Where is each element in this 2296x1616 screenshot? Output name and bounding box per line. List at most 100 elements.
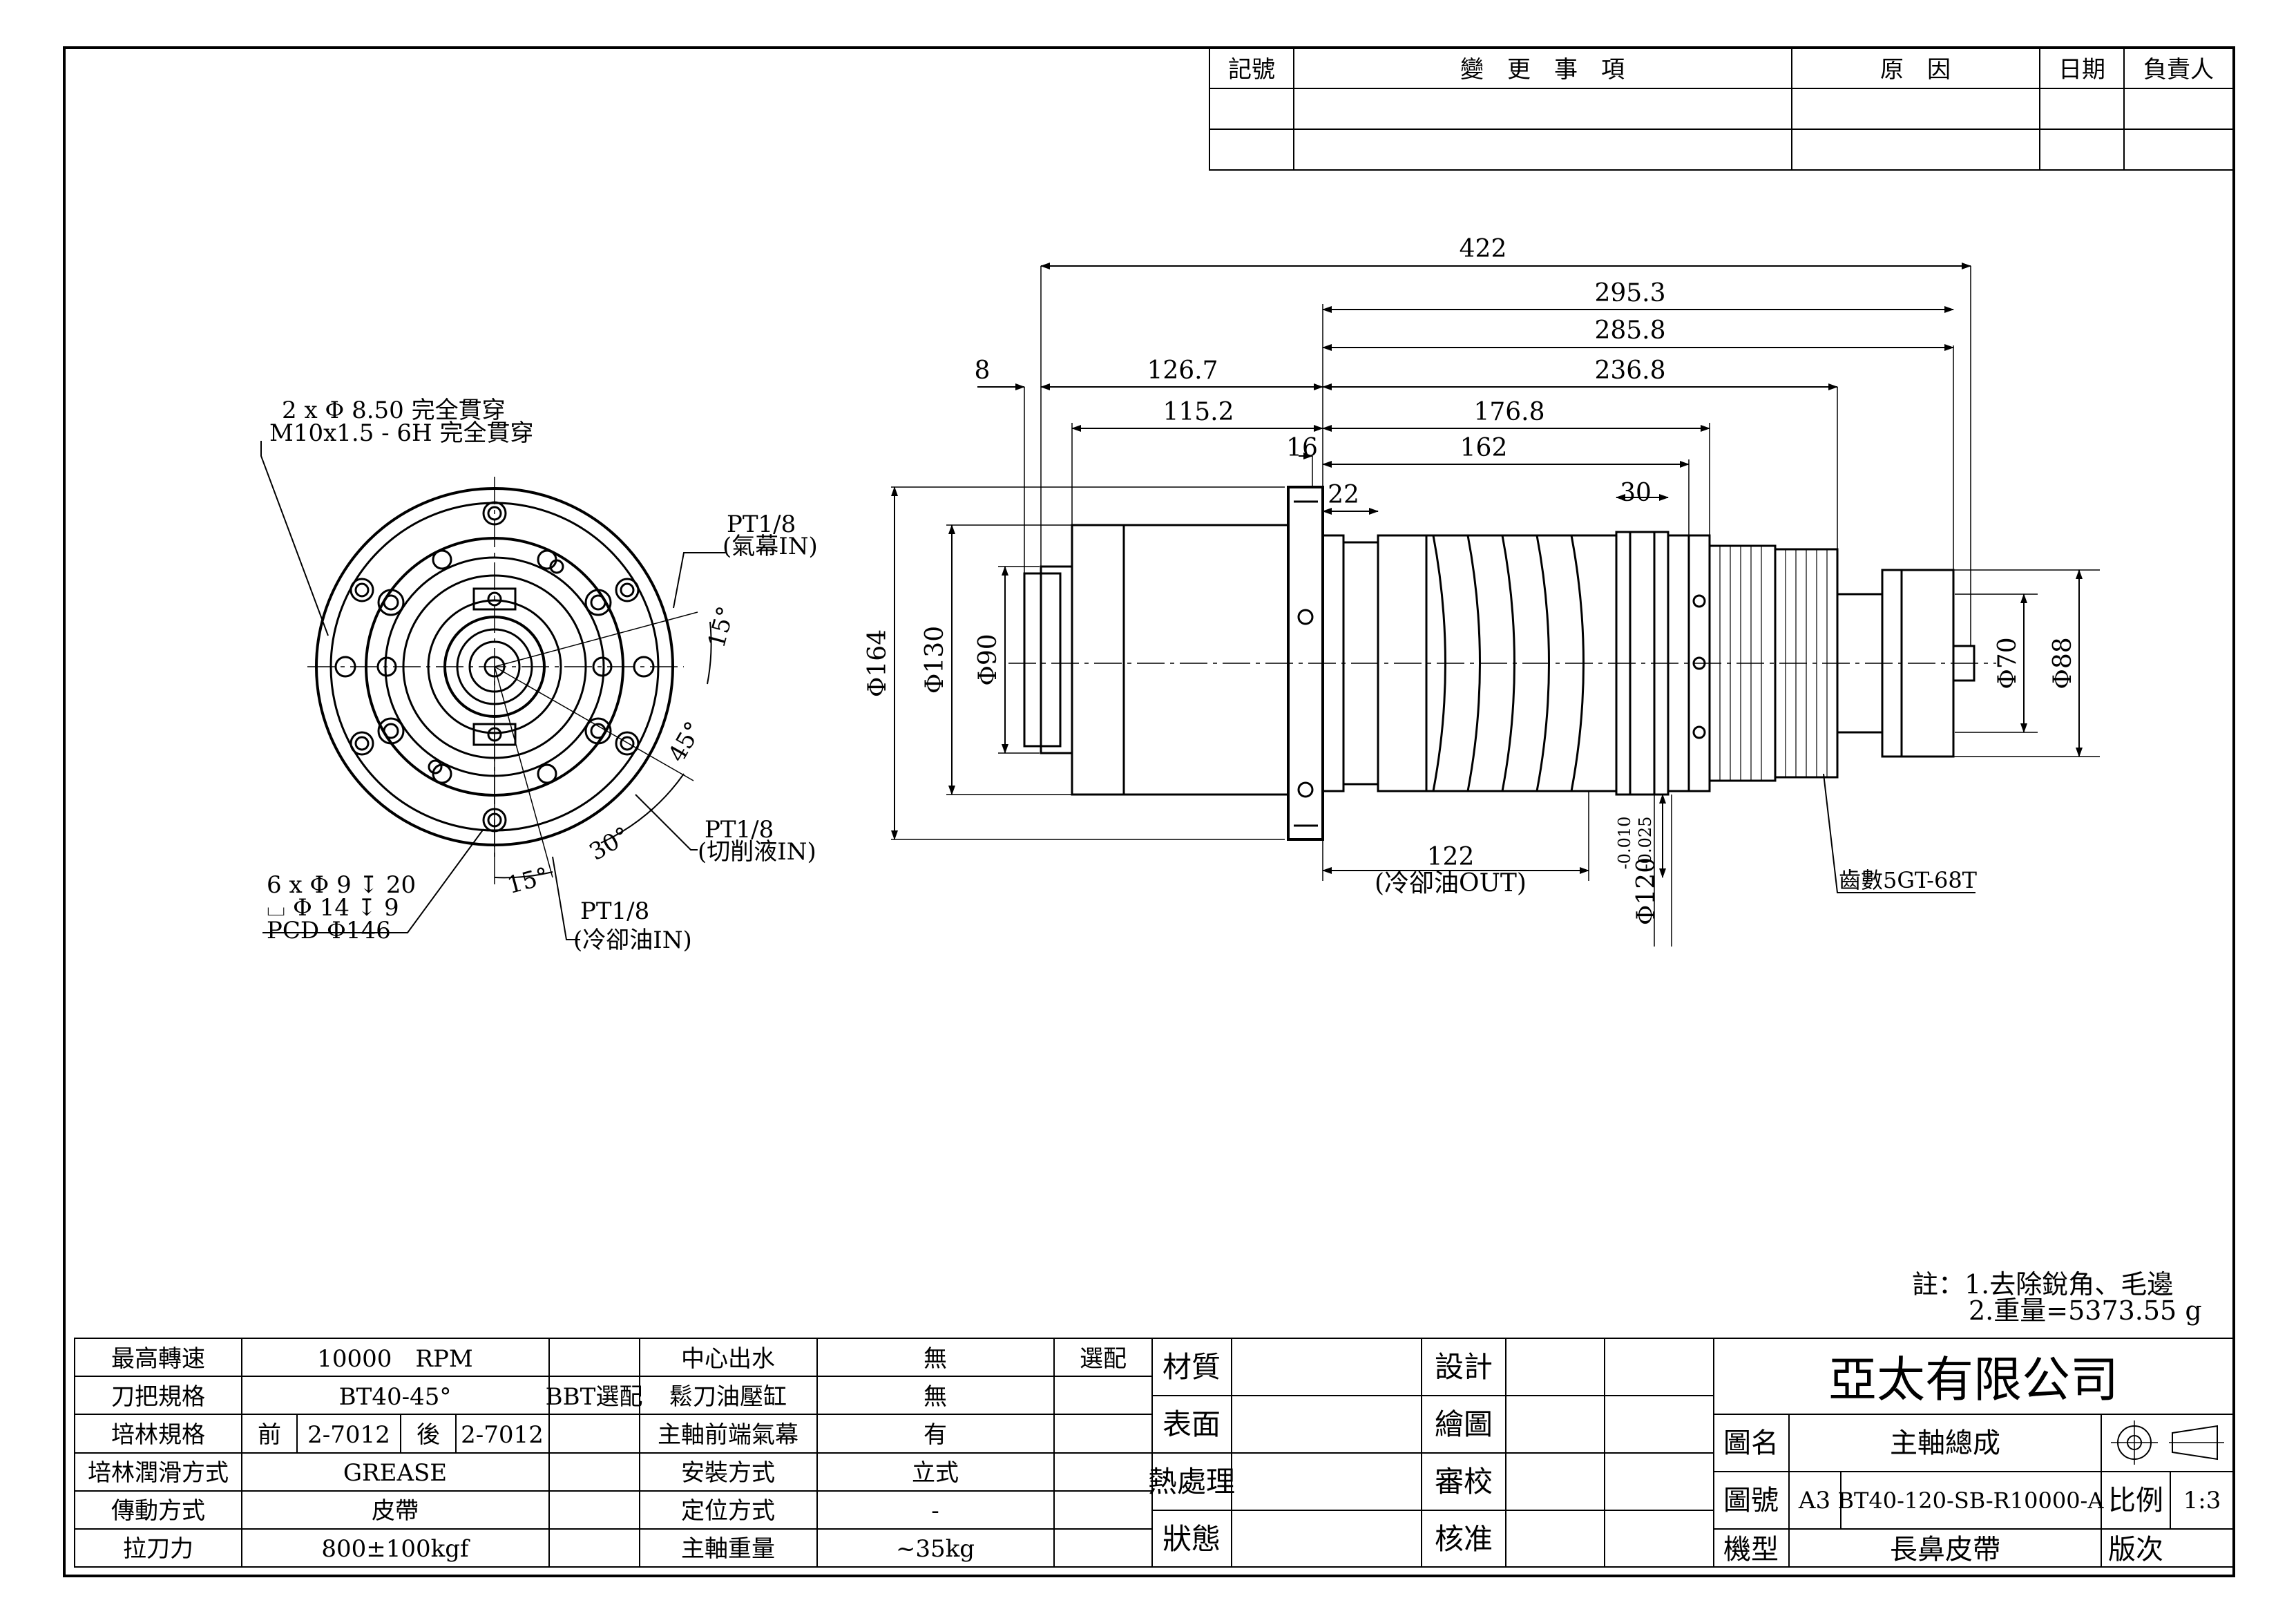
rev-header-reason: 原 因 bbox=[1880, 56, 1951, 84]
dim-236-8: 236.8 bbox=[1594, 357, 1665, 385]
mat-material: 材質 bbox=[1163, 1350, 1221, 1384]
spec-r3-c4: 後 bbox=[417, 1421, 440, 1449]
sign-draw: 繪圖 bbox=[1435, 1407, 1493, 1441]
spec-r3-c5: 2-7012 bbox=[461, 1421, 544, 1449]
bolt-note-3: PCD Φ146 bbox=[267, 917, 391, 944]
spec-r3-c6: 主軸前端氣幕 bbox=[658, 1421, 798, 1449]
dim-126-7: 126.7 bbox=[1147, 357, 1218, 385]
pt-cut: PT1/8 bbox=[705, 816, 774, 844]
model-label: 機型 bbox=[1723, 1534, 1779, 1566]
sheet-size: A3 bbox=[1798, 1487, 1830, 1514]
mat-state: 狀態 bbox=[1163, 1522, 1221, 1556]
spec-r2-c3: BBT選配 bbox=[546, 1383, 643, 1411]
pulley-label: 齒數5GT-68T bbox=[1839, 867, 1978, 893]
spec-r4-c3: 安裝方式 bbox=[681, 1459, 775, 1487]
dim-tol-upper: -0.010 bbox=[1615, 817, 1634, 870]
hole-note-2: M10x1.5 - 6H 完全貫穿 bbox=[269, 419, 534, 447]
drawing-name-label: 圖名 bbox=[1723, 1427, 1779, 1459]
dim-tol-lower: -0.025 bbox=[1636, 817, 1655, 870]
drawing-no-value: BT40-120-SB-R10000-A bbox=[1838, 1487, 2105, 1514]
dim-30: 30 bbox=[1620, 479, 1652, 507]
angle-45: 45° bbox=[663, 717, 708, 767]
company-block bbox=[1713, 1338, 2235, 1568]
side-dimensions: 422 295.3 285.8 236.8 126.7 8 115.2 176.… bbox=[863, 235, 2077, 925]
drawing-no-label: 圖號 bbox=[1723, 1485, 1779, 1517]
spec-r6-c3: 主軸重量 bbox=[681, 1535, 775, 1563]
spec-r2-c2: BT40-45° bbox=[339, 1383, 452, 1411]
spec-r1-c1: 最高轉速 bbox=[111, 1345, 205, 1373]
pt-cut-label: (切削液IN) bbox=[698, 838, 816, 866]
revision-table bbox=[1209, 47, 2235, 171]
spec-table bbox=[74, 1338, 1153, 1568]
spec-r5-c4: - bbox=[931, 1497, 939, 1525]
rev-header-mark: 記號 bbox=[1228, 56, 1275, 84]
spec-r3-c3: 2-7012 bbox=[307, 1421, 390, 1449]
rev-header-date: 日期 bbox=[2058, 56, 2105, 84]
model-value: 長鼻皮帶 bbox=[1890, 1534, 2000, 1566]
spec-r3-c2: 前 bbox=[258, 1421, 281, 1449]
dim-phi-120: Φ120 bbox=[1632, 857, 1661, 925]
bolt-note-1: 6 x Φ 9 ↧ 20 bbox=[267, 871, 416, 899]
spec-r3-c7: 有 bbox=[924, 1421, 947, 1449]
mat-surface: 表面 bbox=[1163, 1407, 1221, 1441]
spec-r5-c1: 傳動方式 bbox=[111, 1497, 205, 1525]
spec-r1-c4: 無 bbox=[924, 1345, 947, 1373]
dim-phi-88: Φ88 bbox=[2049, 637, 2077, 689]
dim-phi-90: Φ90 bbox=[974, 634, 1002, 685]
pt-air-label: (氣幕IN) bbox=[723, 533, 818, 560]
note-line-2: 2.重量=5373.55 g bbox=[1969, 1295, 2202, 1326]
bolt-note-2: ⌴ Φ 14 ↧ 9 bbox=[267, 894, 399, 922]
pt-cool: PT1/8 bbox=[580, 897, 649, 925]
rev-header-change: 變 更 事 項 bbox=[1460, 56, 1625, 84]
dim-285-8: 285.8 bbox=[1594, 316, 1665, 345]
pt-air: PT1/8 bbox=[727, 511, 796, 538]
dim-295-3: 295.3 bbox=[1594, 279, 1665, 307]
scale-label: 比例 bbox=[2108, 1485, 2163, 1517]
angle-15-bottom: 15° bbox=[504, 862, 552, 900]
spec-r1-c3: 中心出水 bbox=[681, 1345, 775, 1373]
sign-check: 審校 bbox=[1435, 1465, 1493, 1499]
hole-note-1: 2 x Φ 8.50 完全貫穿 bbox=[282, 397, 506, 424]
side-view bbox=[1008, 486, 1996, 841]
sheet-border bbox=[63, 46, 2235, 1577]
scale-value: 1:3 bbox=[2183, 1487, 2221, 1514]
dim-162: 162 bbox=[1460, 434, 1508, 462]
angle-15-top: 15° bbox=[702, 603, 740, 651]
front-view bbox=[307, 477, 712, 884]
spec-r1-c2: 10000 RPM bbox=[317, 1345, 472, 1373]
spec-r2-c1: 刀把規格 bbox=[111, 1383, 205, 1411]
drawing-name-value: 主軸總成 bbox=[1890, 1427, 2000, 1459]
dim-115-2: 115.2 bbox=[1163, 398, 1234, 426]
material-block bbox=[1151, 1338, 1714, 1568]
spec-r6-c1: 拉刀力 bbox=[123, 1535, 193, 1563]
spec-r5-c2: 皮帶 bbox=[372, 1497, 419, 1525]
dim-8: 8 bbox=[975, 357, 991, 385]
spec-r4-c4: 立式 bbox=[912, 1459, 959, 1487]
spec-r3-c1: 培林規格 bbox=[111, 1421, 205, 1449]
spec-r5-c3: 定位方式 bbox=[681, 1497, 775, 1525]
spec-r4-c1: 培林潤滑方式 bbox=[88, 1459, 229, 1487]
dim-176-8: 176.8 bbox=[1473, 398, 1544, 426]
spec-r6-c4: ~35kg bbox=[896, 1535, 975, 1563]
spec-r2-c5: 無 bbox=[924, 1383, 947, 1411]
spec-r1-c5: 選配 bbox=[1080, 1345, 1127, 1373]
mat-heat: 熱處理 bbox=[1148, 1465, 1235, 1499]
company-name: 亞太有限公司 bbox=[1828, 1351, 2118, 1408]
rev-header-owner: 負責人 bbox=[2143, 56, 2214, 84]
sign-approve: 核准 bbox=[1435, 1522, 1493, 1556]
dim-coolant-out: (冷卻油OUT) bbox=[1375, 869, 1527, 897]
spec-r4-c2: GREASE bbox=[343, 1459, 447, 1487]
dim-16: 16 bbox=[1286, 434, 1318, 462]
spec-r6-c2: 800±100kgf bbox=[321, 1535, 470, 1563]
dim-22: 22 bbox=[1328, 481, 1359, 509]
dim-phi-130: Φ130 bbox=[921, 626, 949, 694]
note-line-1: 註：1.去除銳角、毛邊 bbox=[1912, 1269, 2173, 1300]
dim-122: 122 bbox=[1427, 843, 1475, 871]
pt-cool-label: (冷卻油IN) bbox=[573, 926, 692, 954]
revision-label: 版次 bbox=[2108, 1534, 2163, 1566]
dim-phi-70: Φ70 bbox=[1993, 637, 2022, 689]
spec-r2-c4: 鬆刀油壓缸 bbox=[669, 1383, 787, 1411]
dim-422: 422 bbox=[1460, 235, 1507, 263]
sign-design: 設計 bbox=[1435, 1350, 1493, 1384]
